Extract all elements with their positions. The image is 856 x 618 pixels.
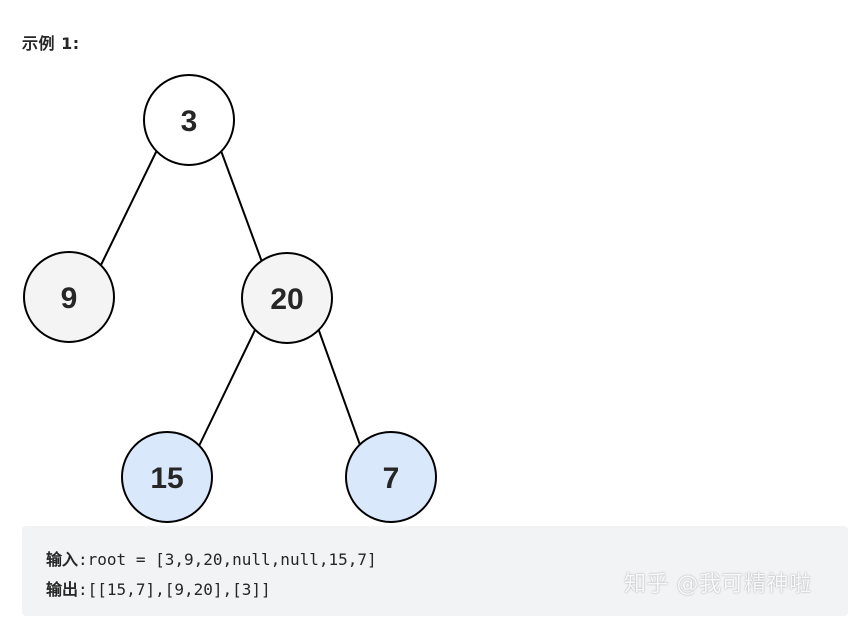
node-label-9: 9: [61, 282, 78, 315]
node-circle-15: [121, 431, 213, 523]
edge-3-9: [99, 147, 159, 268]
tree-node-7: 7: [345, 431, 437, 523]
node-circle-9: [23, 251, 115, 343]
tree-node-20: 20: [241, 252, 333, 344]
node-circle-3: [143, 74, 235, 166]
output-line: 输出:[[15,7],[9,20],[3]]: [46, 576, 271, 600]
input-label: 输入: [46, 550, 79, 569]
output-value: :[[15,7],[9,20],[3]]: [78, 580, 271, 599]
node-label-7: 7: [383, 462, 400, 495]
output-label: 输出: [46, 580, 79, 599]
node-label-3: 3: [181, 105, 198, 138]
edge-20-15: [197, 327, 257, 449]
zhihu-watermark: 知乎 @我可精神啦: [624, 572, 812, 597]
edge-3-20: [219, 147, 263, 263]
input-line: 输入:root = [3,9,20,null,null,15,7]: [46, 546, 377, 570]
node-circle-7: [345, 431, 437, 523]
tree-node-9: 9: [23, 251, 115, 343]
node-label-20: 20: [270, 283, 303, 316]
node-label-15: 15: [150, 462, 183, 495]
node-circle-20: [241, 252, 333, 344]
edge-20-7: [317, 327, 361, 446]
code-block: 输入:root = [3,9,20,null,null,15,7] 输出:[[1…: [22, 526, 848, 616]
tree-node-3: 3: [143, 74, 235, 166]
input-value: :root = [3,9,20,null,null,15,7]: [78, 550, 377, 569]
tree-node-15: 15: [121, 431, 213, 523]
example-heading: 示例 1:: [22, 34, 80, 53]
binary-tree-diagram: 3 9 20 15 7: [23, 74, 437, 523]
